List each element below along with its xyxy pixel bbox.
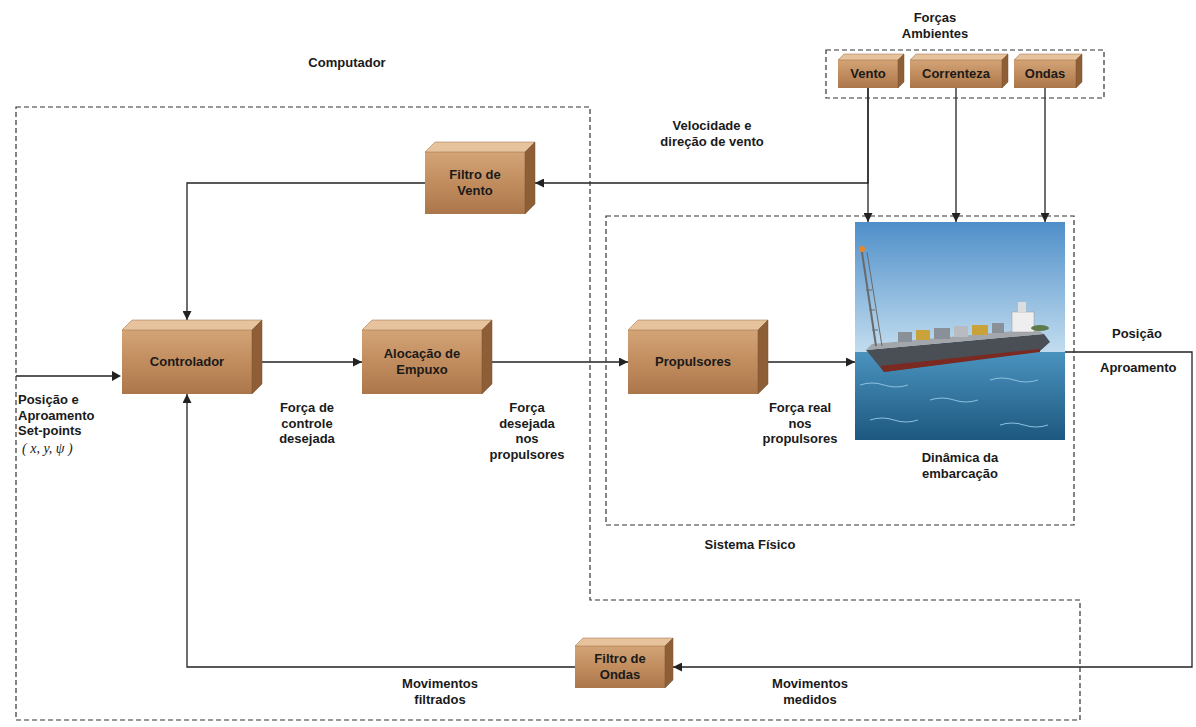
process-box: Ondas (1014, 60, 1076, 88)
signal-arrow (187, 394, 575, 667)
vessel-illustration (855, 222, 1065, 440)
group-heading: Sistema Físico (690, 537, 810, 553)
box-top-face (575, 638, 673, 646)
process-box: Alocação de Empuxo (362, 330, 482, 394)
box-side-face (525, 142, 535, 214)
signal-arrow (492, 361, 628, 362)
annotation: ( x, y, ψ ) (22, 441, 122, 458)
box-label: Filtro de Ondas (581, 651, 659, 682)
signal-arrow (673, 352, 1192, 667)
box-label: Controlador (150, 354, 224, 370)
edge-label-holder: Movimentos filtrados (395, 676, 485, 707)
process-box: Filtro de Vento (425, 152, 525, 214)
box-label: Correnteza (922, 66, 990, 82)
module (898, 332, 912, 342)
setpoint-line (16, 375, 114, 376)
module (972, 325, 988, 335)
flare-boom (867, 252, 882, 346)
vessel-caption: Dinâmica da embarcação (910, 450, 1010, 481)
signal-arrow (262, 361, 362, 362)
box-label: Vento (850, 66, 885, 82)
superstructure (1012, 312, 1034, 332)
signal-arrow (187, 183, 425, 320)
mast (1018, 302, 1026, 312)
edge-label: Força desejada nos propulsores (486, 400, 568, 462)
edge-label-holder: Força real nos propulsores (758, 400, 842, 447)
dashed-group: Forças AmbientesVento Correnteza Ondas (825, 6, 1105, 100)
box-side-face (482, 320, 492, 394)
edge-label: Força de controle desejada (263, 400, 351, 447)
box-label: Alocação de Empuxo (370, 346, 474, 377)
annotation: Posição e Aproamento Set-points (18, 392, 118, 439)
dashed-border (606, 216, 1074, 525)
module (954, 326, 968, 337)
box-label: Ondas (1025, 66, 1065, 82)
process-box: Propulsores (628, 330, 758, 394)
box-top-face (362, 320, 492, 330)
signal-arrow (955, 88, 956, 222)
box-side-face (665, 638, 673, 688)
vessel-node: Dinâmica da embarcação (855, 222, 1065, 481)
annotation-holder: Aproamento (1100, 360, 1188, 376)
box-top-face (425, 142, 535, 152)
waves (860, 378, 1048, 427)
annotation: Aproamento (1100, 360, 1188, 376)
signal-arrow (535, 88, 868, 183)
box-top-face (910, 54, 1008, 60)
annotation-holder: Posição e Aproamento Set-points (18, 392, 118, 439)
flare (859, 246, 865, 252)
signal-arrow (1044, 88, 1045, 222)
edge-label-holder: Força de controle desejada (263, 400, 351, 447)
setpoint-arrowhead (112, 371, 121, 381)
dashed-group: ComputadorFiltro de VentoControlador Aloc… (15, 50, 1082, 722)
sky (855, 222, 1065, 354)
signal-arrow (867, 88, 868, 222)
edge-label: Velocidade e direção de vento (650, 118, 775, 149)
box-side-face (1002, 54, 1008, 88)
box-label: Filtro de Vento (433, 167, 517, 198)
box-side-face (1076, 54, 1082, 88)
box-label: Propulsores (655, 354, 731, 370)
module (934, 328, 950, 339)
group-heading: Forças Ambientes (895, 10, 975, 41)
edge-label: Força real nos propulsores (758, 400, 842, 447)
edge-label-holder: Força desejada nos propulsores (486, 400, 568, 462)
box-side-face (252, 320, 262, 394)
box-top-face (122, 320, 262, 330)
edge-label-holder: Movimentos medidos (765, 676, 855, 707)
annotation: Posição (1112, 326, 1190, 342)
module (916, 330, 930, 340)
edge-label-holder: Velocidade e direção de vento (650, 118, 775, 149)
process-box: Controlador (122, 330, 252, 394)
dashed-group: Sistema Físico PropulsoresDinâmica da emb… (605, 215, 1076, 560)
edge-label: Movimentos filtrados (395, 676, 485, 707)
boom-lattice (864, 270, 878, 330)
process-box: Vento (838, 60, 898, 88)
box-side-face (758, 320, 768, 394)
annotation-holder: ( x, y, ψ ) (22, 441, 122, 458)
box-side-face (898, 54, 904, 88)
module (992, 323, 1004, 333)
box-top-face (838, 54, 904, 60)
group-heading: Computador (297, 55, 397, 71)
annotation-holder: Posição (1112, 326, 1190, 342)
dashed-border (16, 107, 1080, 720)
edge-label: Movimentos medidos (765, 676, 855, 707)
box-top-face (628, 320, 768, 330)
dashed-border (826, 50, 1104, 98)
process-box: Correnteza (910, 60, 1002, 88)
process-box: Filtro de Ondas (575, 646, 665, 688)
helideck (1031, 325, 1049, 331)
box-top-face (1014, 54, 1082, 60)
hull-band (880, 349, 1040, 372)
signal-arrow (768, 361, 855, 362)
